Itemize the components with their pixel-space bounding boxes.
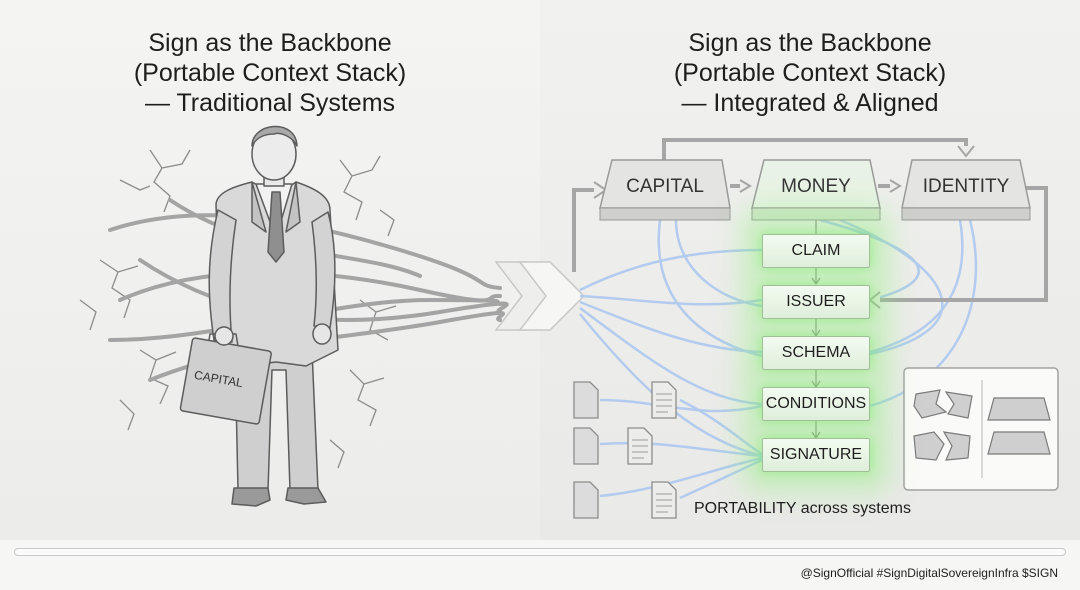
document-icon [573, 481, 599, 519]
document-icons [573, 381, 677, 519]
left-title-line1: Sign as the Backbone [148, 29, 392, 57]
right-title-line1: Sign as the Backbone [688, 29, 932, 57]
top-boxes [599, 159, 1031, 221]
broken-vs-aligned-inset [903, 367, 1059, 491]
right-title-line3: — Integrated & Aligned [681, 89, 939, 117]
businessman-figure [179, 125, 339, 507]
portability-caption: PORTABILITY across systems [694, 500, 911, 517]
right-title-line2: (Portable Context Stack) [673, 59, 947, 87]
document-icon [573, 381, 599, 419]
left-title-line3: — Traditional Systems [144, 89, 396, 117]
top-box-label: CAPITAL [626, 176, 704, 197]
stack-layer-schema: SCHEMA [762, 336, 870, 370]
stack-layer-claim: CLAIM [762, 234, 870, 268]
left-title: Sign as the Backbone (Portable Context S… [0, 28, 540, 118]
document-icon [573, 427, 599, 465]
top-box-label: IDENTITY [922, 176, 1010, 197]
transition-arrow-icon [494, 261, 586, 331]
top-box-label: MONEY [781, 176, 851, 197]
stack-layer-conditions: CONDITIONS [762, 387, 870, 421]
footer-divider [14, 548, 1066, 556]
right-title: Sign as the Backbone (Portable Context S… [540, 28, 1080, 118]
left-title-line2: (Portable Context Stack) [133, 59, 407, 87]
stack-layer-issuer: ISSUER [762, 285, 870, 319]
stack-layer-signature: SIGNATURE [762, 438, 870, 472]
footer-hashtags: @SignOfficial #SignDigitalSovereignInfra… [800, 566, 1058, 580]
